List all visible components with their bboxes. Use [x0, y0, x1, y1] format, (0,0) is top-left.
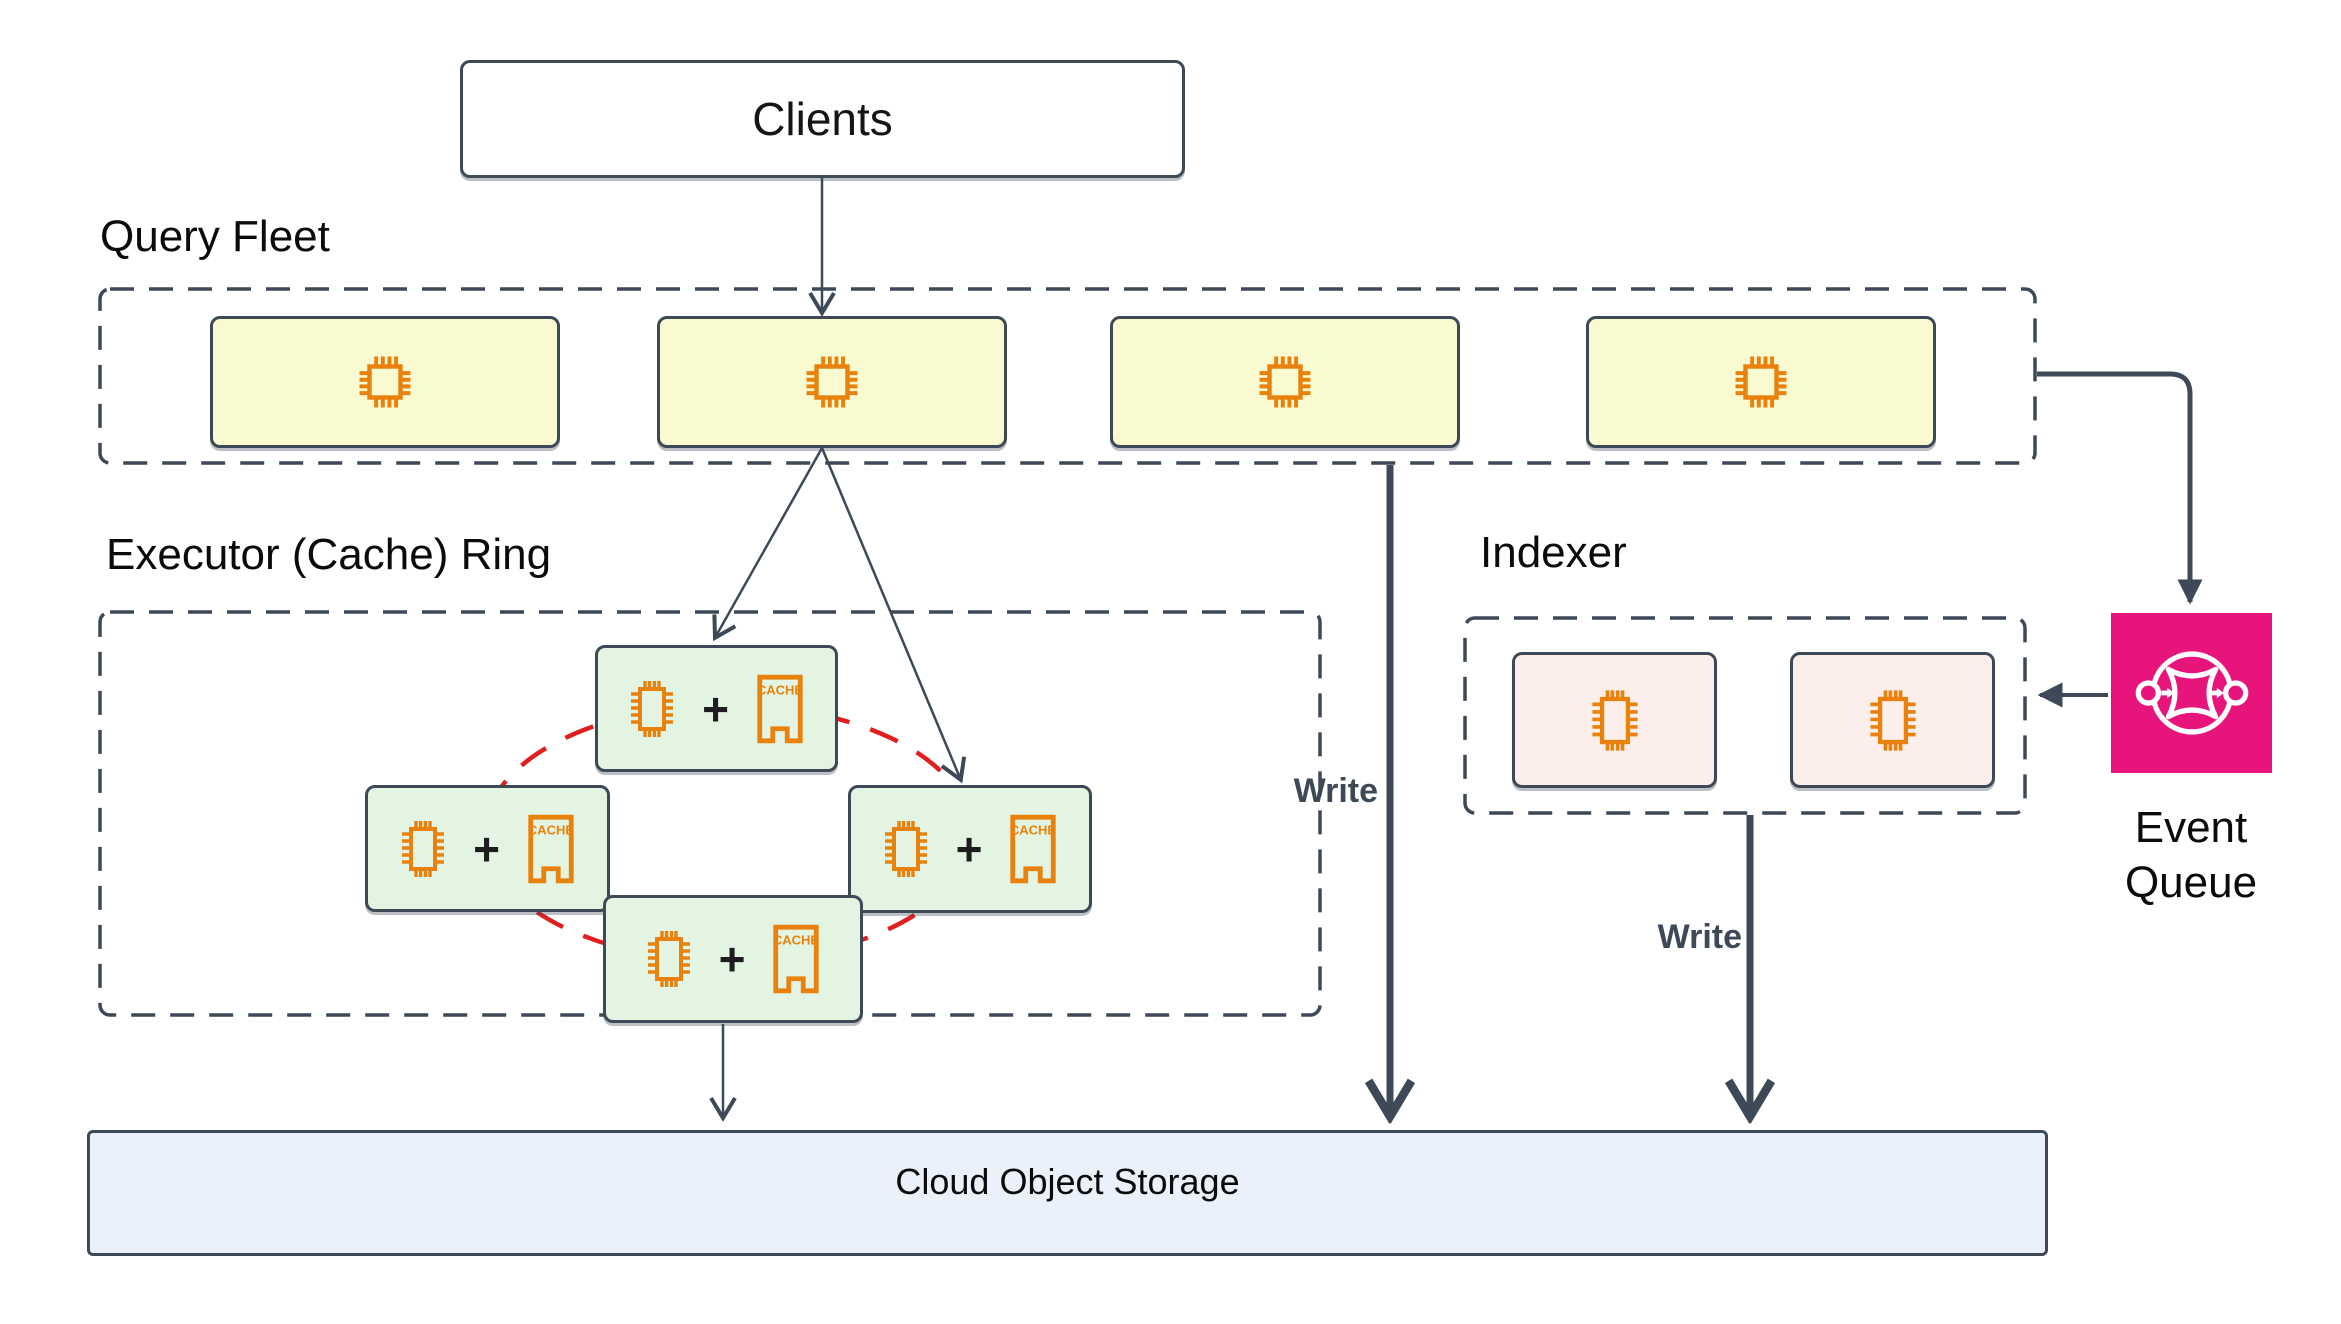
query-fleet-node: [1110, 316, 1460, 448]
cloud-object-storage-label: Cloud Object Storage: [895, 1161, 1240, 1202]
svg-text:CACHE: CACHE: [1010, 823, 1057, 838]
query-fleet-label: Query Fleet: [100, 212, 330, 261]
indexer-node: [1512, 652, 1717, 788]
cpu-chip-icon: [1865, 685, 1921, 756]
event-queue-box: [2111, 613, 2272, 773]
clients-label: Clients: [752, 93, 893, 145]
cpu-chip-icon: [801, 351, 863, 413]
query-fleet-node: [1586, 316, 1936, 448]
event-queue-label: Event Queue: [2066, 800, 2316, 910]
arrow-query-fleet-to-event-queue: [2037, 371, 2203, 605]
cache-icon: CACHE: [528, 812, 575, 886]
cpu-chip-icon: [1587, 685, 1643, 756]
cloud-object-storage-bar: Cloud Object Storage: [87, 1130, 2048, 1256]
indexer-node: [1790, 652, 1995, 788]
cache-icon: CACHE: [1010, 812, 1057, 886]
clients-box: Clients: [460, 60, 1185, 178]
query-fleet-node: [657, 316, 1007, 448]
executor-node: + CACHE: [595, 645, 838, 772]
cpu-chip-icon: [626, 676, 678, 742]
arrow-query-fleet-to-executor-top: [712, 447, 824, 642]
executor-ring-label: Executor (Cache) Ring: [106, 530, 552, 579]
plus-sign: +: [473, 822, 500, 875]
cpu-chip-icon: [354, 351, 416, 413]
event-queue-label-line1: Event: [2134, 803, 2248, 852]
cpu-chip-icon: [643, 926, 695, 992]
plus-sign: +: [702, 682, 729, 735]
arrow-query-fleet-to-executor-right: [820, 447, 967, 784]
plus-sign: +: [955, 823, 983, 875]
cache-icon: CACHE: [773, 922, 820, 996]
write-label-query-fleet: Write: [1293, 772, 1378, 810]
plus-sign: +: [718, 933, 746, 985]
write-label-indexer: Write: [1657, 918, 1742, 956]
executor-node: + CACHE: [603, 895, 863, 1023]
executor-node: + CACHE: [365, 785, 610, 912]
svg-text:CACHE: CACHE: [757, 682, 804, 697]
svg-text:CACHE: CACHE: [773, 933, 820, 948]
query-fleet-node: [210, 316, 560, 448]
event-queue-label-line2: Queue: [2124, 858, 2258, 907]
executor-node: + CACHE: [848, 785, 1092, 913]
cpu-chip-icon: [397, 816, 449, 882]
cpu-chip-icon: [880, 816, 932, 882]
indexer-label: Indexer: [1480, 528, 1627, 577]
cpu-chip-icon: [1730, 351, 1792, 413]
svg-text:CACHE: CACHE: [528, 822, 575, 837]
cache-icon: CACHE: [757, 672, 804, 746]
event-bus-icon: [2135, 651, 2248, 735]
cpu-chip-icon: [1254, 351, 1316, 413]
